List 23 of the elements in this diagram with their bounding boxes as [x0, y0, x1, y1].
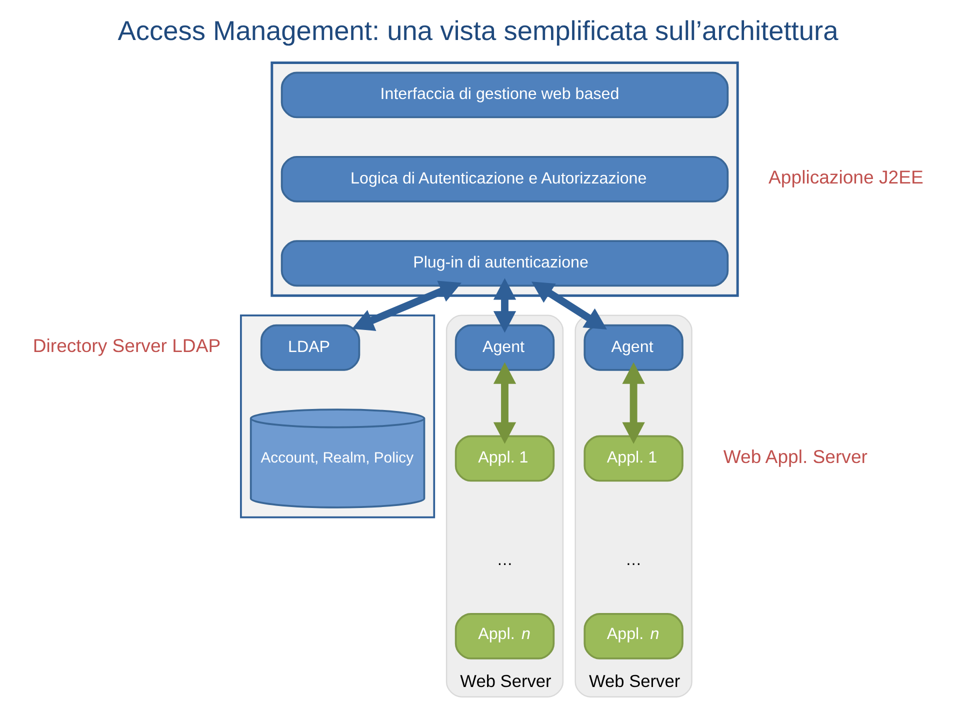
diagram-title: Access Management: una vista semplificata sull’architettura: [117, 14, 838, 46]
node-box: Agent: [454, 324, 554, 371]
node-box: Appl. 1: [454, 435, 554, 482]
node-label: Applicazione J2EE: [768, 166, 923, 188]
cluster: [240, 314, 435, 518]
node-box: Appl. n: [583, 612, 683, 660]
arrow: [622, 362, 644, 444]
arrow: [492, 278, 516, 333]
node-box: Plug-in di autenticazione: [280, 240, 728, 287]
node-box: Appl. n: [454, 612, 554, 660]
arrow: [531, 282, 606, 330]
arrow: [492, 362, 516, 444]
label: …: [496, 550, 512, 569]
node-label: Directory Server LDAP: [32, 334, 220, 356]
label: Web Appl. Server: [722, 446, 867, 467]
node-box: Agent: [583, 324, 683, 371]
arrow: [351, 280, 462, 331]
node-box: Interfaccia di gestione web based: [280, 72, 728, 118]
node-box: LDAP: [260, 324, 360, 371]
label: …: [625, 550, 642, 569]
cluster: [270, 62, 738, 297]
node-box: Logica di Autenticazione e Autorizzazione: [280, 156, 728, 202]
node-box: Appl. 1: [583, 435, 683, 482]
